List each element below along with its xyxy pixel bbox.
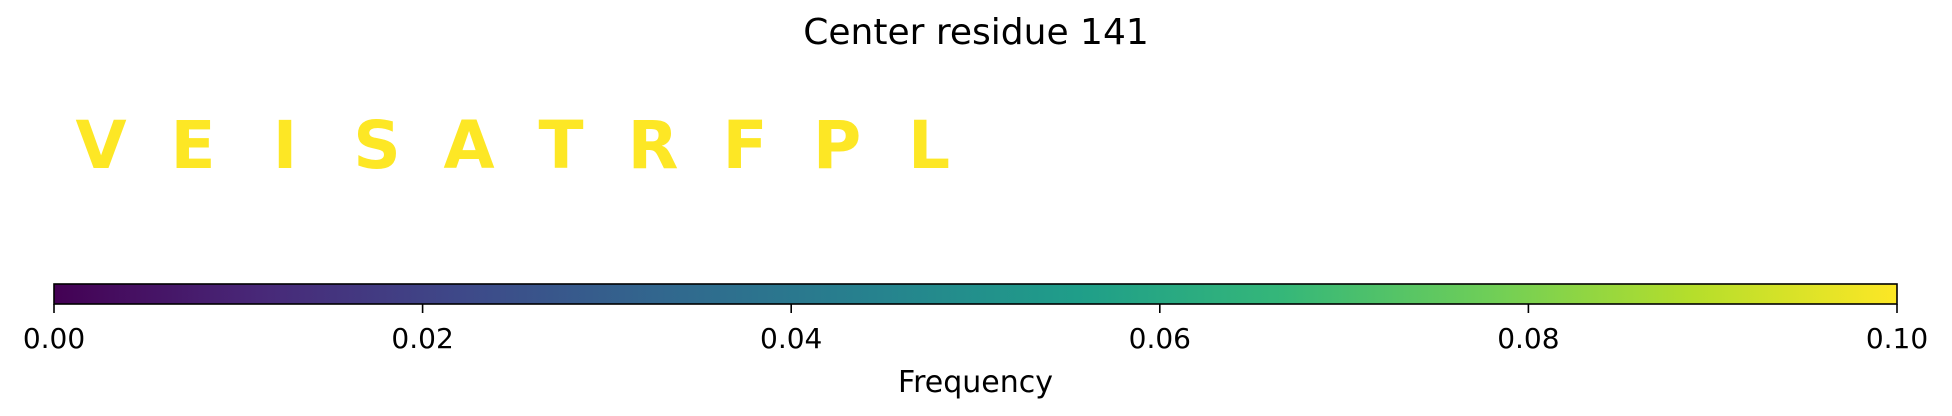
residue-letter-P: P: [813, 107, 861, 184]
residue-letter-V: V: [75, 107, 126, 184]
residue-letter-S: S: [353, 107, 401, 184]
residue-letter-R: R: [628, 107, 679, 184]
colorbar-gradient: [53, 283, 1898, 305]
colorbar-tick-label: 0.08: [1497, 322, 1559, 355]
colorbar-tick-label: 0.10: [1866, 322, 1928, 355]
residue-letter-E: E: [170, 107, 215, 184]
residue-letter-I: I: [273, 107, 298, 184]
colorbar-tick-label: 0.02: [391, 322, 453, 355]
residue-letter-T: T: [538, 107, 583, 184]
residue-letter-F: F: [722, 107, 767, 184]
colorbar-tick-label: 0.06: [1129, 322, 1191, 355]
colorbar-axis-label: Frequency: [898, 365, 1053, 400]
residue-letter-A: A: [443, 107, 494, 184]
chart-title: Center residue 141: [803, 12, 1149, 53]
residue-letter-L: L: [908, 107, 950, 184]
colorbar-tick-label: 0.00: [23, 322, 85, 355]
colorbar-tick-label: 0.04: [760, 322, 822, 355]
